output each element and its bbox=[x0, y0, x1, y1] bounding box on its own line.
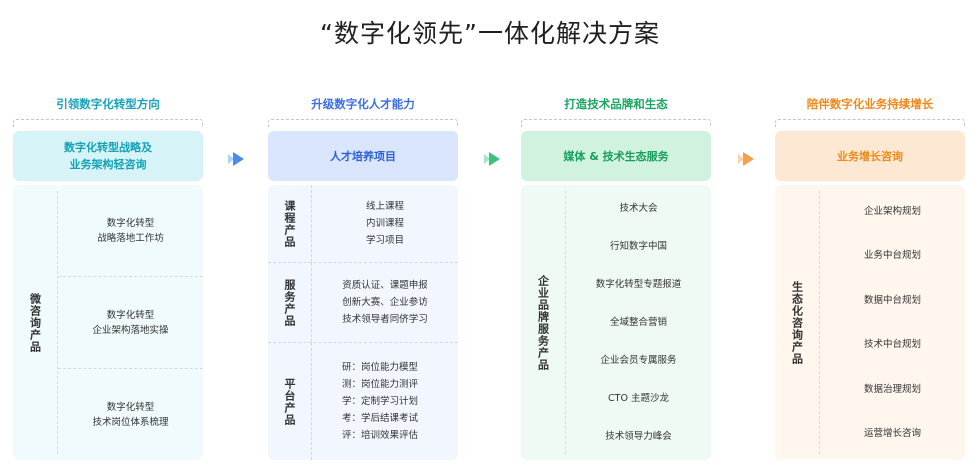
column-header: 数字化转型战略及 业务架构轻咨询 bbox=[13, 131, 203, 181]
group-label: 课程产品 bbox=[268, 185, 312, 262]
group-label: 服务产品 bbox=[268, 263, 312, 342]
header-line: 数字化转型战略及 bbox=[64, 141, 152, 154]
list-item: 企业架构规划 bbox=[863, 205, 921, 217]
column-body: 课程产品 线上课程 内训课程 学习项目 服务产品 资质认证、课题申报 创新大赛、… bbox=[268, 185, 458, 460]
page-title: “数字化领先”一体化解决方案 bbox=[320, 19, 660, 48]
group-line: 测：岗位能力测评 bbox=[342, 379, 419, 390]
group-line: 考：学后结课考试 bbox=[342, 413, 419, 424]
column-body: 企业品牌服务产品 技术大会 行知数字中国 数字化转型专题报道 全域整合营销 企业… bbox=[521, 185, 711, 460]
dashed-bracket bbox=[521, 119, 711, 127]
column-talent: 升级数字化人才能力 人才培养项目 课程产品 线上课程 内训课程 学习项目 服务产… bbox=[268, 96, 458, 460]
column-digital-strategy: 引领数字化转型方向 数字化转型战略及 业务架构轻咨询 微咨询产品 数字化转型战略… bbox=[13, 96, 203, 460]
product-group: 平台产品 研：岗位能力模型 测：岗位能力测评 学：定制学习计划 考：学后结课考试… bbox=[268, 342, 458, 460]
column-header: 媒体 & 技术生态服务 bbox=[521, 131, 711, 181]
product-group: 课程产品 线上课程 内训课程 学习项目 bbox=[268, 185, 458, 262]
header-line: 业务架构轻咨询 bbox=[69, 158, 147, 171]
side-label: 生态化咨询产品 bbox=[790, 280, 804, 365]
list-item: 数字化转型技术岗位体系梳理 bbox=[58, 368, 203, 460]
side-label: 企业品牌服务产品 bbox=[536, 274, 550, 371]
divider bbox=[819, 191, 820, 454]
group-line: 研：岗位能力模型 bbox=[342, 362, 419, 373]
group-line: 内训课程 bbox=[365, 218, 404, 229]
item-line: 数字化转型 bbox=[106, 401, 155, 413]
list-item: CTO 主题沙龙 bbox=[608, 393, 669, 405]
list-item: 数字化转型战略落地工作坊 bbox=[58, 185, 203, 276]
list-item: 数字化转型专题报道 bbox=[595, 278, 682, 290]
item-line: 战略落地工作坊 bbox=[97, 232, 164, 244]
list-item: 技术大会 bbox=[619, 202, 658, 214]
column-subtitle: 打造技术品牌和生态 bbox=[564, 97, 668, 111]
arrow-right-icon bbox=[738, 152, 754, 166]
column-brand-ecosystem: 打造技术品牌和生态 媒体 & 技术生态服务 企业品牌服务产品 技术大会 行知数字… bbox=[521, 96, 711, 460]
item-line: 企业架构落地实操 bbox=[92, 324, 169, 336]
group-line: 资质认证、课题申报 bbox=[342, 280, 428, 291]
divider bbox=[565, 191, 566, 454]
item-line: 数字化转型 bbox=[106, 309, 155, 321]
column-header: 业务增长咨询 bbox=[775, 131, 965, 181]
group-line: 创新大赛、企业参访 bbox=[342, 297, 428, 308]
column-subtitle: 引领数字化转型方向 bbox=[56, 97, 160, 111]
group-line: 线上课程 bbox=[365, 201, 404, 212]
item-line: 数字化转型 bbox=[106, 217, 155, 229]
list-item: 全域整合营销 bbox=[609, 316, 667, 328]
group-line: 学习项目 bbox=[365, 235, 404, 246]
group-line: 评：培训效果评估 bbox=[342, 430, 419, 441]
product-group: 服务产品 资质认证、课题申报 创新大赛、企业参访 技术领导者同侪学习 bbox=[268, 262, 458, 342]
divider bbox=[57, 191, 58, 454]
list-item: 业务中台规划 bbox=[863, 250, 921, 262]
list-item: 技术中台规划 bbox=[863, 339, 921, 351]
group-line: 技术领导者同侪学习 bbox=[342, 314, 428, 325]
column-subtitle: 升级数字化人才能力 bbox=[311, 97, 415, 111]
list-item: 数据治理规划 bbox=[863, 383, 921, 395]
column-body: 微咨询产品 数字化转型战略落地工作坊 数字化转型企业架构落地实操 数字化转型技术… bbox=[13, 185, 203, 460]
list-item: 运营增长咨询 bbox=[863, 428, 921, 440]
column-header: 人才培养项目 bbox=[268, 131, 458, 181]
arrow-right-icon bbox=[228, 152, 244, 166]
list-item: 技术领导力峰会 bbox=[605, 431, 672, 443]
dashed-bracket bbox=[13, 119, 203, 127]
list-item: 企业会员专属服务 bbox=[600, 355, 677, 367]
item-line: 技术岗位体系梳理 bbox=[92, 416, 169, 428]
dashed-bracket bbox=[775, 119, 965, 127]
column-body: 生态化咨询产品 企业架构规划 业务中台规划 数据中台规划 技术中台规划 数据治理… bbox=[775, 185, 965, 460]
list-item: 数据中台规划 bbox=[863, 294, 921, 306]
dashed-bracket bbox=[268, 119, 458, 127]
list-item: 数字化转型企业架构落地实操 bbox=[58, 276, 203, 368]
column-growth: 陪伴数字化业务持续增长 业务增长咨询 生态化咨询产品 企业架构规划 业务中台规划… bbox=[775, 96, 965, 460]
group-line: 学：定制学习计划 bbox=[342, 396, 419, 407]
arrow-right-icon bbox=[484, 152, 500, 166]
group-label: 平台产品 bbox=[268, 343, 312, 460]
column-subtitle: 陪伴数字化业务持续增长 bbox=[806, 97, 934, 111]
side-label: 微咨询产品 bbox=[28, 292, 42, 353]
list-item: 行知数字中国 bbox=[609, 240, 667, 252]
